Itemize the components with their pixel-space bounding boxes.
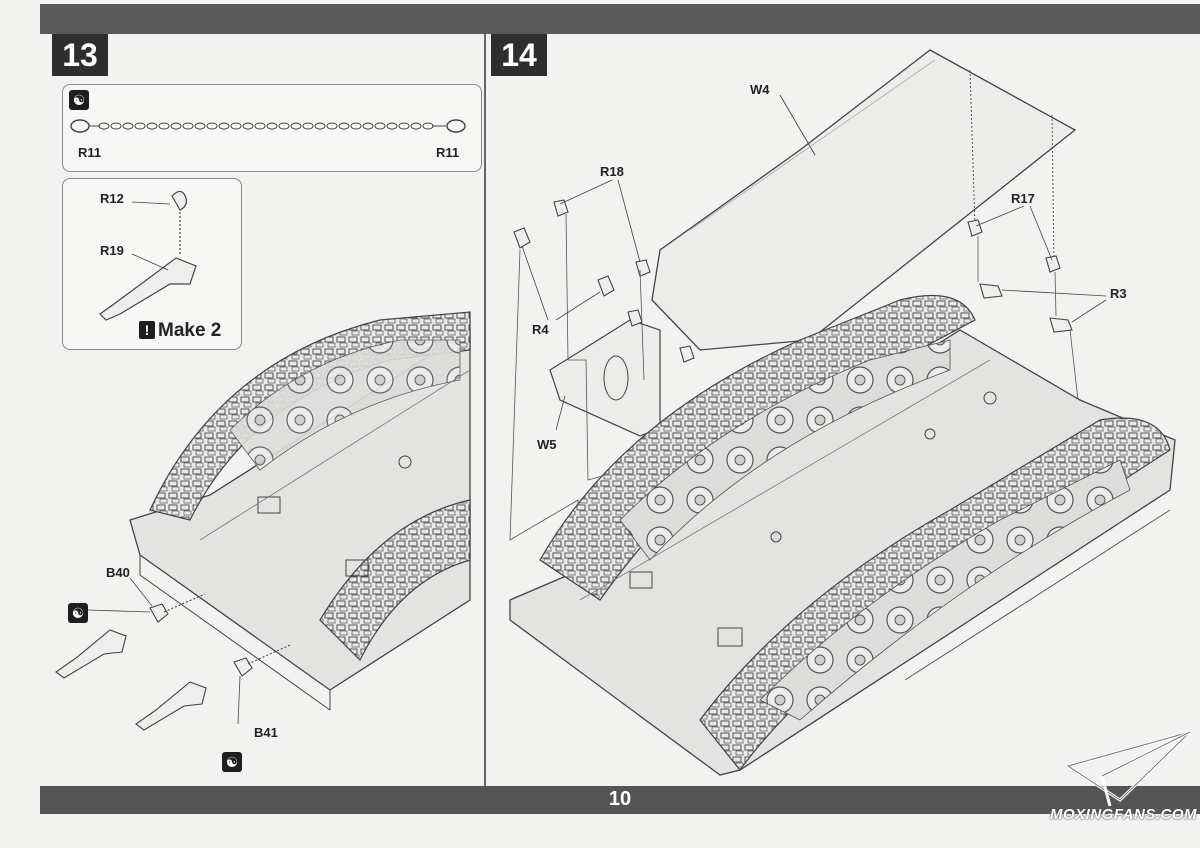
paper-plane-logo-icon	[1064, 730, 1192, 807]
glue-icon: ☯	[222, 752, 242, 772]
label-r18: R18	[600, 164, 624, 179]
label-w4: W4	[750, 82, 770, 97]
leader-lines	[521, 179, 1107, 431]
label-r3: R3	[1110, 286, 1127, 301]
hull-underside-right	[509, 294, 1176, 776]
glue-icon: ☯	[68, 603, 88, 623]
tow-hook-part-drawing	[99, 190, 197, 321]
glue-icon: ☯	[69, 90, 89, 110]
step-13-badge: 13	[52, 34, 108, 76]
watermark-text: MOXINGFANS.COM	[1050, 806, 1198, 823]
b40-b41-parts	[55, 577, 291, 731]
label-r4: R4	[532, 322, 549, 337]
step-14-badge: 14	[491, 34, 547, 76]
bracket-parts	[513, 199, 1073, 363]
w5-plate	[549, 319, 661, 437]
tow-hook-subassembly-panel	[62, 178, 242, 350]
page-number: 10	[608, 788, 632, 810]
label-r17: R17	[1011, 191, 1035, 206]
tow-cable-drawing	[70, 119, 466, 133]
exclamation-icon: !	[139, 321, 155, 339]
label-r11-right: R11	[436, 145, 460, 160]
label-w5: W5	[537, 437, 557, 452]
w4-belly-plate	[651, 49, 1077, 351]
bottom-footer-bar: 10	[40, 786, 1200, 814]
make-2-note: !Make 2	[139, 320, 221, 342]
top-header-bar	[40, 4, 1200, 34]
label-r12: R12	[100, 191, 124, 206]
label-b41: B41	[254, 725, 278, 740]
step-divider	[484, 34, 486, 786]
hull-underside-left	[129, 311, 471, 711]
make-note-text: Make 2	[158, 320, 222, 341]
label-r11-left: R11	[78, 145, 102, 160]
label-b40: B40	[106, 565, 130, 580]
label-r19: R19	[100, 243, 124, 258]
